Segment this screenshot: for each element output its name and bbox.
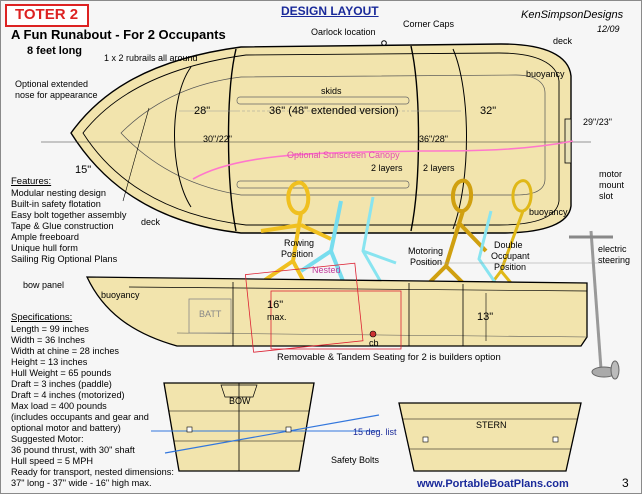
dim-29-23: 29"/23" — [583, 117, 612, 127]
dim-15: 15" — [75, 164, 92, 176]
motor-slot-label-1: motor — [599, 169, 623, 179]
section-heading: DESIGN LAYOUT — [281, 4, 379, 18]
center-of-buoyancy — [369, 330, 377, 338]
spec-line: 37" long - 37" wide - 16" high max. — [11, 478, 152, 488]
deck-label-bottom: deck — [141, 217, 161, 227]
hull-plan-outline — [70, 43, 572, 234]
spec-line: Ready for transport, nested dimensions: — [11, 467, 174, 477]
buoyancy-label-top: buoyancy — [526, 69, 565, 79]
canopy-line — [192, 140, 574, 180]
bolts-label: Safety Bolts — [331, 455, 380, 465]
motor-slot-label-2: mount — [599, 180, 625, 190]
dim-32: 32" — [480, 105, 497, 117]
dim-28: 28" — [194, 105, 211, 117]
list-label: 15 deg. list — [353, 427, 397, 437]
motoring-figure — [408, 178, 488, 338]
bulkhead-2 — [410, 45, 420, 232]
spec-line: optional motor and battery) — [11, 423, 121, 433]
nested-label: Nested — [312, 265, 341, 275]
spec-line: Width at chine = 28 inches — [11, 346, 120, 356]
nested-outline — [244, 262, 364, 353]
motor-slot-label-3: slot — [599, 191, 614, 201]
rowing-label-2: Position — [281, 249, 314, 259]
skids-label: skids — [321, 86, 342, 96]
specs-heading: Specifications: — [11, 312, 73, 323]
bow-panel-label: bow panel — [23, 280, 65, 290]
list-line — [164, 414, 380, 454]
designer-name: KenSimpsonDesigns — [521, 9, 624, 21]
feature-item: Modular nesting design — [11, 188, 106, 198]
electric-label-1: electric — [598, 244, 627, 254]
double-label-3: Position — [494, 262, 527, 272]
skid-bottom — [236, 180, 410, 189]
spec-line: Draft = 3 inches (paddle) — [11, 379, 112, 389]
title-box: TOTER 2 — [5, 4, 89, 27]
motoring-label-1: Motoring — [408, 246, 444, 256]
feature-item: Easy bolt together assembly — [11, 210, 127, 220]
dim-36-28: 36"/28" — [419, 134, 448, 144]
footer-url[interactable]: www.PortableBoatPlans.com — [417, 478, 569, 490]
feature-item: Tape & Glue construction — [11, 221, 114, 231]
corner-caps-label: Corner Caps — [403, 19, 455, 29]
layers-label-2: 2 layers — [423, 163, 455, 173]
canopy-label: Optional Sunscreen Canopy — [287, 150, 400, 160]
subtitle: A Fun Runabout - For 2 Occupants — [11, 27, 226, 42]
drawing-date: 12/09 — [597, 24, 620, 34]
rubrails-label: 1 x 2 rubrails all around — [104, 53, 198, 63]
dim-13: 13" — [477, 311, 494, 323]
spec-line: 36 pound thrust, with 30" shaft — [11, 445, 135, 455]
seating-note: Removable & Tandem Seating for 2 is buil… — [277, 352, 501, 363]
double-label-1: Double — [494, 240, 523, 250]
dim-30-22: 30"/22" — [203, 134, 232, 144]
stern-section-label: STERN — [476, 420, 507, 430]
features-list: Modular nesting design Built-in safety f… — [11, 188, 126, 265]
oarlock-marker — [381, 40, 387, 46]
spec-line: Height = 13 inches — [11, 357, 88, 367]
spec-line: Hull Weight = 65 pounds — [11, 368, 112, 378]
feature-item: Built-in safety flotation — [11, 199, 101, 209]
nose-note-line-1: Optional extended — [15, 79, 89, 89]
electric-label-2: steering — [598, 255, 631, 265]
buoyancy-label-bottom: buoyancy — [529, 207, 568, 217]
spec-line: Draft = 4 inches (motorized) — [11, 390, 125, 400]
spec-line: Hull speed = 5 MPH — [11, 456, 93, 466]
profile-buoyancy-label: buoyancy — [101, 290, 140, 300]
page-title: TOTER 2 — [15, 6, 79, 23]
spec-line: Suggested Motor: — [11, 434, 84, 444]
bow-section-label: BOW — [229, 396, 251, 406]
battery-box — [188, 298, 232, 334]
feature-item: Sailing Rig Optional Plans — [11, 254, 118, 264]
specs-list: Length = 99 inches Width = 36 Inches Wid… — [11, 324, 174, 489]
page-number: 3 — [622, 476, 629, 490]
oarlock-label: Oarlock location — [311, 27, 376, 37]
spec-line: (includes occupants and gear and — [11, 412, 149, 422]
features-heading: Features: — [11, 176, 52, 187]
spec-line: Length = 99 inches — [11, 324, 89, 334]
bulkhead-1 — [227, 48, 237, 232]
spec-line: Max load = 400 pounds — [11, 401, 107, 411]
front-section — [174, 66, 192, 208]
feature-item: Unique hull form — [11, 243, 78, 253]
rowing-label-1: Rowing — [284, 238, 315, 248]
dim-36: 36" (48" extended version) — [269, 105, 399, 117]
hull-plan-chine — [120, 74, 546, 196]
battery-label: BATT — [199, 309, 222, 319]
deck-label-top: deck — [553, 36, 573, 46]
layers-label-1: 2 layers — [371, 163, 403, 173]
hull-plan-inner — [82, 52, 560, 226]
skid-top — [236, 96, 410, 105]
spec-line: Width = 36 Inches — [11, 335, 85, 345]
length-note: 8 feet long — [27, 45, 83, 57]
motor-shaft — [589, 230, 603, 370]
dim-16: 16" — [267, 299, 284, 311]
motoring-label-2: Position — [410, 257, 443, 267]
max-label: max. — [267, 312, 287, 322]
double-label-2: Occupant — [491, 251, 530, 261]
stern-section — [398, 402, 582, 472]
cb-label: cb — [369, 338, 379, 348]
feature-item: Ample freeboard — [11, 232, 79, 242]
nose-note-line-2: nose for appearance — [15, 90, 98, 100]
